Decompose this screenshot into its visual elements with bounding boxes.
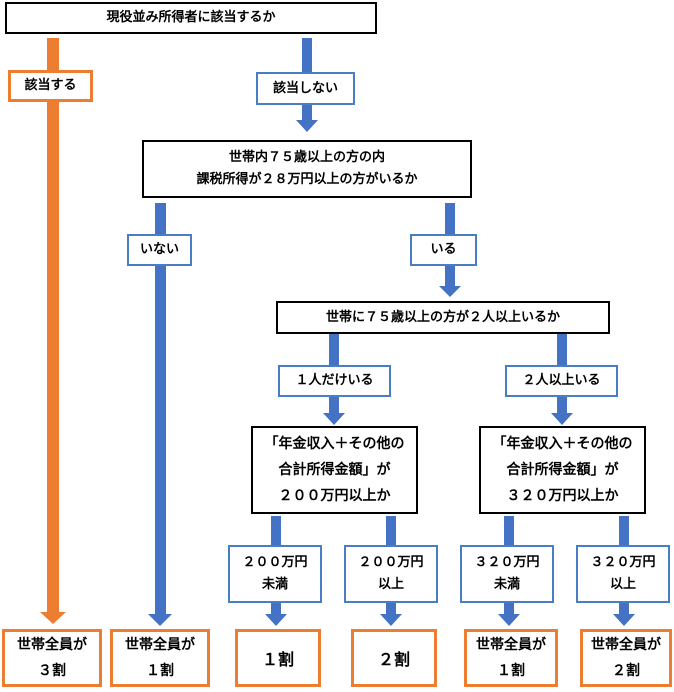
q2-line-2: 課税所得が２８万円以上の方がいるか [196,172,418,187]
result-3wari-line-1: 世帯全員が [17,637,87,653]
b320-under-line-1: ３２０万円 [474,555,540,570]
top-question-box: 現役並み所得者に該当するか [5,2,377,34]
result-200over-2wari: ２割 [377,650,410,669]
result-3wari-box: 世帯全員が ３割 [2,629,102,687]
result-200under-1wari-box: １割 [235,629,321,687]
b320-over-line-2: 以上 [609,577,636,592]
q3-text: 世帯に７５歳以上の方が２人以上いるか [325,309,560,325]
q4b-line-2: 合計所得金額」が [506,462,619,478]
no-label-box: 該当しない [256,72,355,105]
b200-under-line-1: ２００万円 [242,555,308,570]
q2-line-1: 世帯内７５歳以上の方の内 [228,150,385,165]
q4a-line-3: ２００万円以上か [278,488,391,504]
b320-under-line-2: 未満 [493,577,520,592]
result-inai-1wari-box: 世帯全員が １割 [110,629,210,687]
one-person-label: １人だけいる [295,373,374,388]
arrow-inai-to-1wari [148,203,172,626]
result-320under-1wari-box: 世帯全員が １割 [464,629,558,687]
result-320over-2wari-box: 世帯全員が ２割 [580,629,672,687]
result-inai-1wari-line-2: １割 [146,663,174,679]
result-3wari-line-2: ３割 [38,663,66,679]
result-200over-2wari-box: ２割 [351,629,437,687]
result-200under-1wari: １割 [261,650,294,669]
q4a-box: 「年金収入＋その他の 合計所得金額」が ２００万円以上か [251,426,418,514]
result-inai-1wari-line-1: 世帯全員が [125,637,195,653]
q3-box: 世帯に７５歳以上の方が２人以上いるか [276,301,610,334]
q4b-box: 「年金収入＋その他の 合計所得金額」が ３２０万円以上か [479,426,646,514]
inai-label: いない [139,242,179,257]
q2-box: 世帯内７５歳以上の方の内 課税所得が２８万円以上の方がいるか [142,140,472,198]
b200-under-line-2: 未満 [261,577,288,592]
q4b-line-3: ３２０万円以上か [506,488,619,504]
inai-label-box: いない [127,234,192,266]
result-320under-1wari-line-2: １割 [497,663,525,679]
q4b-line-1: 「年金収入＋その他の [492,436,633,452]
yes-label-box: 該当する [8,70,93,102]
no-label: 該当しない [272,80,338,96]
arrow-yes-to-3wari [40,38,66,624]
yes-label: 該当する [24,78,77,93]
two-plus-label: ２人以上いる [522,373,601,388]
q4a-line-2: 合計所得金額」が [278,462,391,478]
b200-over-line-2: 以上 [377,577,404,592]
one-person-label-box: １人だけいる [278,365,391,397]
b200-over-box: ２００万円 以上 [344,545,438,603]
b320-over-box: ３２０万円 以上 [576,545,670,603]
iru-label: いる [430,242,457,257]
top-question-text: 現役並み所得者に該当するか [106,10,276,25]
b320-over-line-1: ３２０万円 [590,555,656,570]
result-320over-2wari-line-2: ２割 [612,663,640,679]
result-320under-1wari-line-1: 世帯全員が [476,637,546,653]
iru-label-box: いる [410,234,477,266]
result-320over-2wari-line-1: 世帯全員が [591,637,661,653]
q4a-line-1: 「年金収入＋その他の [264,436,405,452]
b320-under-box: ３２０万円 未満 [460,545,554,603]
b200-over-line-1: ２００万円 [358,555,424,570]
two-plus-label-box: ２人以上いる [505,365,618,397]
b200-under-box: ２００万円 未満 [228,545,322,603]
